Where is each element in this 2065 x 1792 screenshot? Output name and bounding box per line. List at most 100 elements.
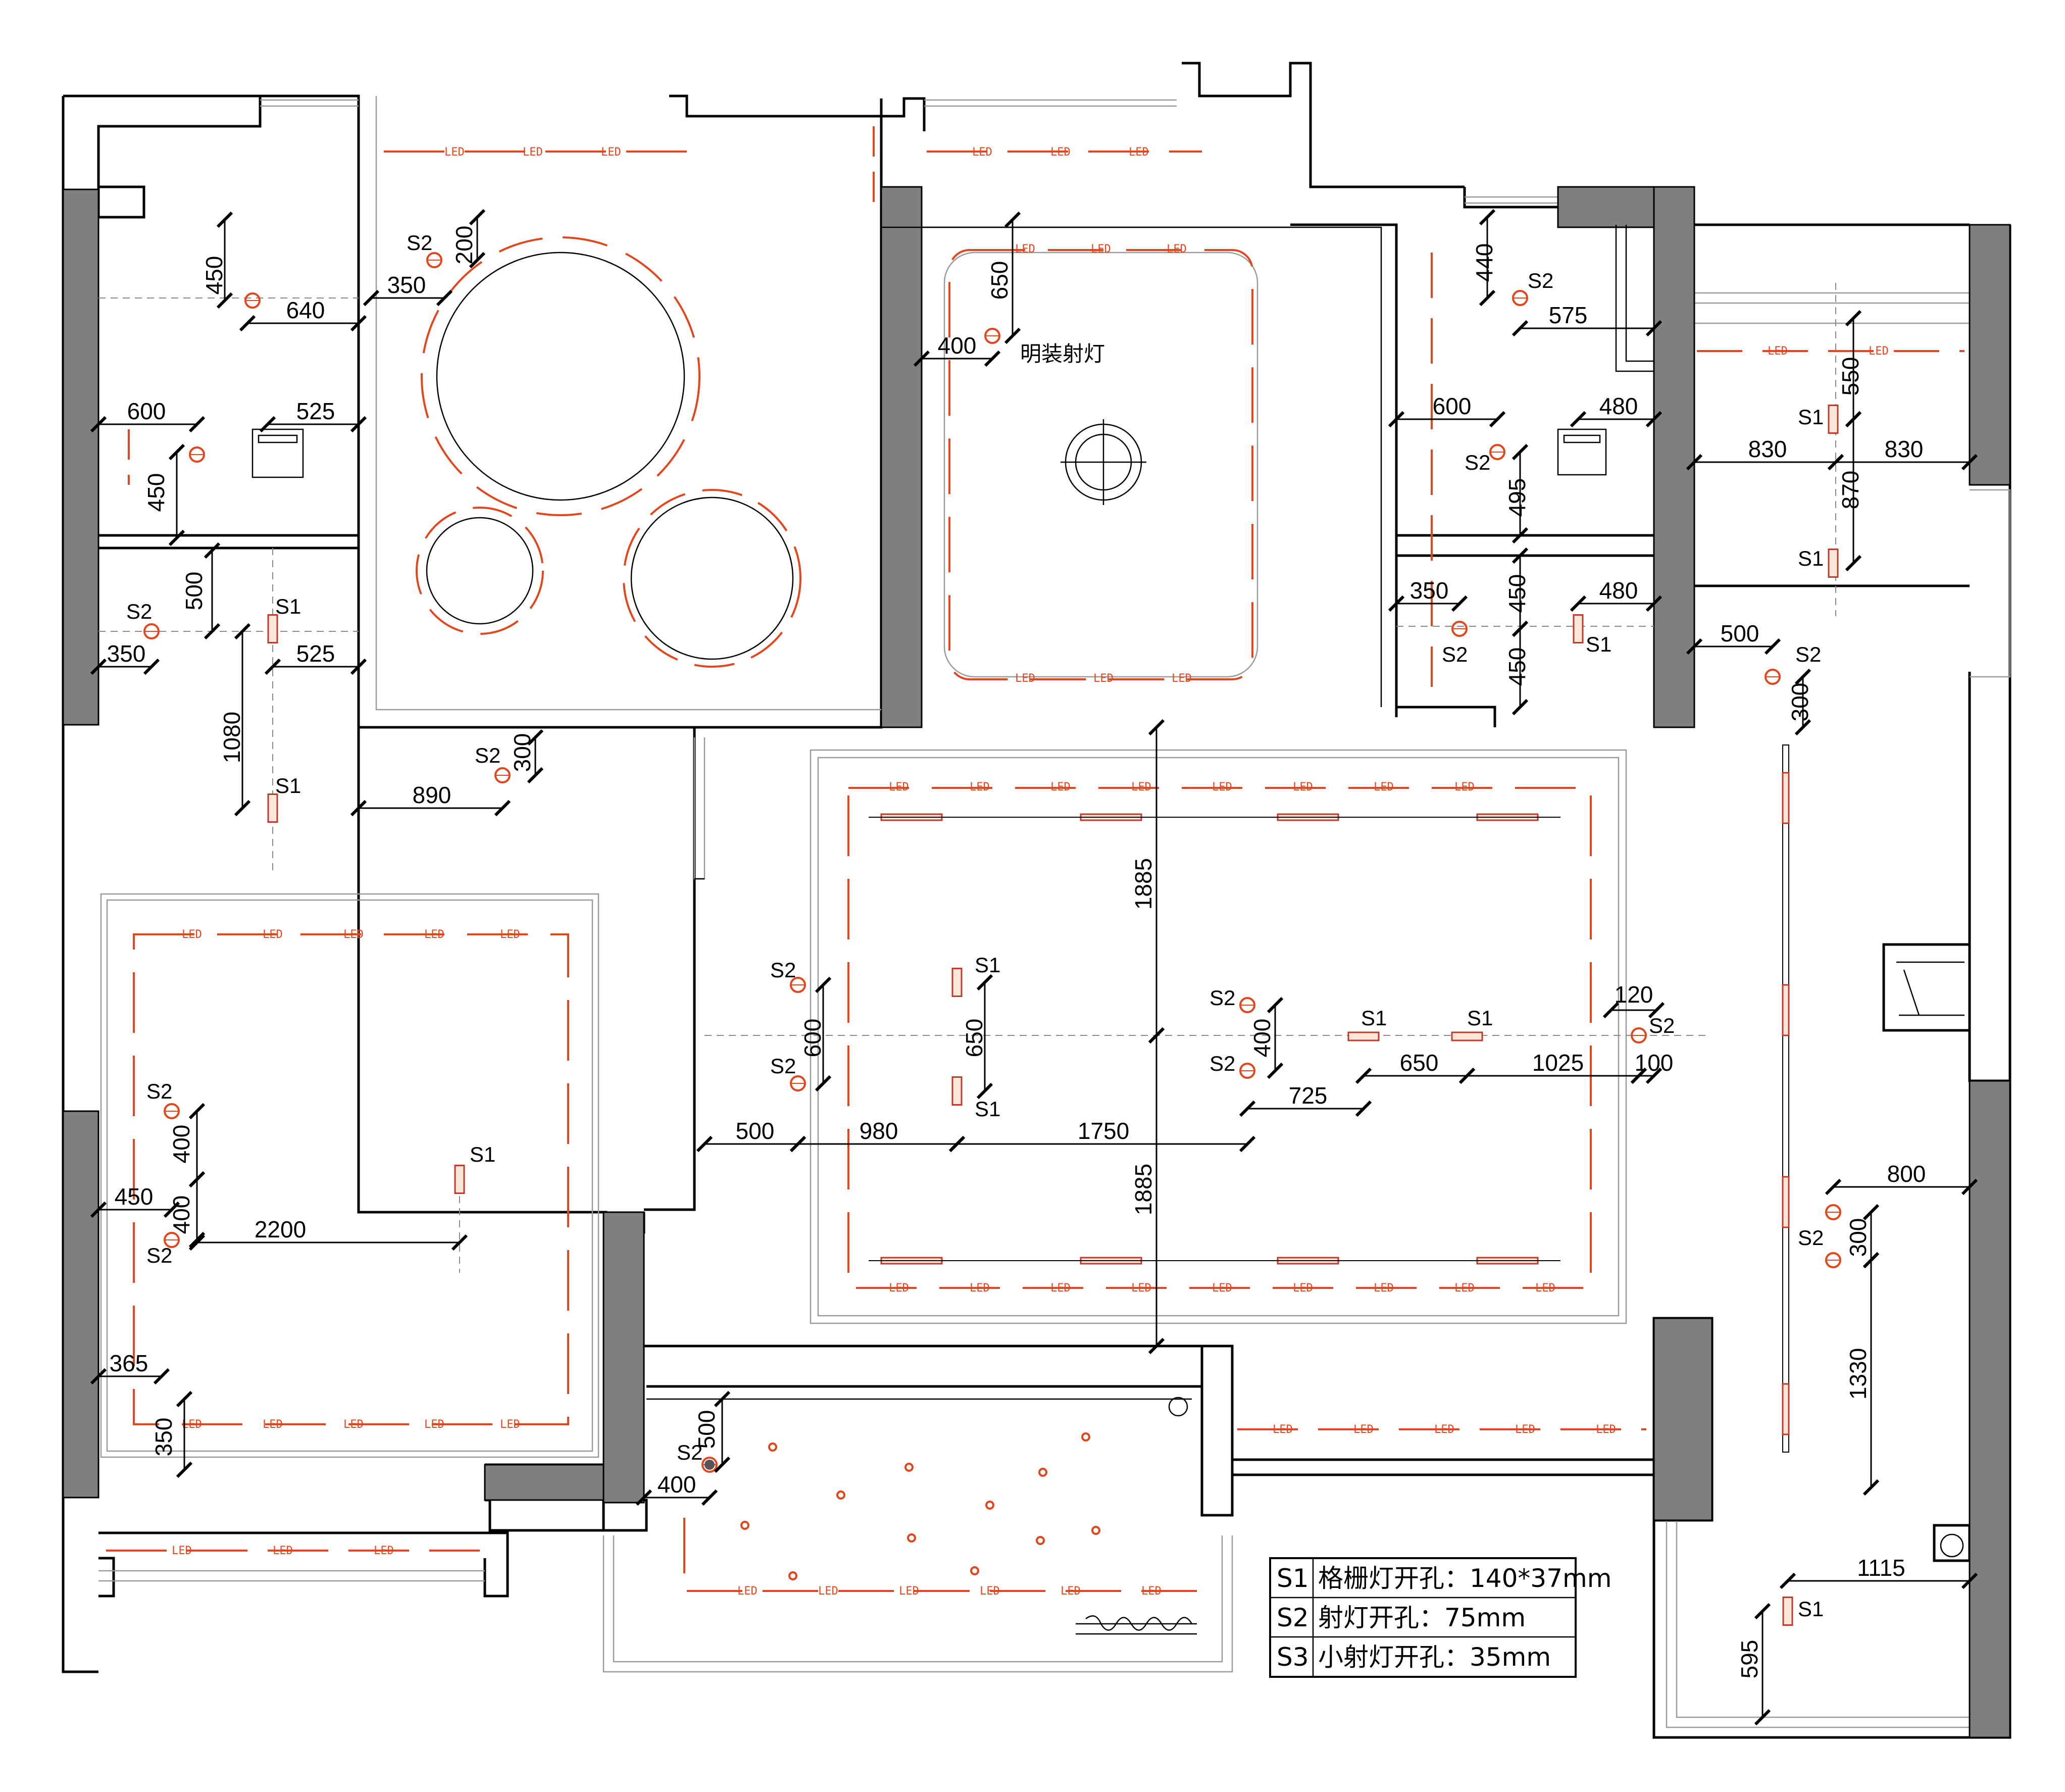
dim-450: 450: [115, 1183, 154, 1210]
dim-200: 200: [451, 226, 477, 265]
dimension-tick: [188, 1234, 206, 1251]
led-label: LED: [424, 1418, 444, 1431]
led-label: LED: [889, 1282, 909, 1295]
legend-code-s1: S1: [1277, 1564, 1309, 1593]
dimension-tick: [1794, 668, 1811, 685]
led-label: LED: [980, 1585, 1000, 1598]
label-s1: S1: [1798, 405, 1824, 429]
dimension-tick: [204, 542, 221, 559]
grille-light-s1: [951, 968, 963, 997]
label-s1: S1: [1361, 1006, 1387, 1030]
dimension-tick: [1794, 719, 1811, 736]
dim-650: 650: [961, 1019, 987, 1058]
led-label: LED: [972, 146, 992, 159]
led-label: LED: [1141, 1585, 1162, 1598]
spotlight-s2: [1512, 290, 1528, 306]
spotlight-s2: [164, 1103, 180, 1119]
led-label: LED: [1050, 1282, 1071, 1295]
spotlight-s2: [1825, 1252, 1841, 1268]
label-s2: S2: [475, 743, 500, 767]
dim-500: 500: [181, 572, 207, 611]
led-label: LED: [818, 1585, 838, 1598]
led-label: LED: [1212, 1282, 1232, 1295]
label-s1: S1: [275, 774, 301, 798]
legend-table: S1 格栅灯开孔：140*37mm S2 射灯开孔：75mm S3 小射灯开孔：…: [1269, 1557, 1611, 1678]
led-label: LED: [374, 1545, 394, 1557]
mini-spotlight-s3: [1081, 1432, 1090, 1441]
dimension-tick: [216, 211, 233, 228]
dim-480: 480: [1599, 393, 1638, 419]
dimension-tick: [815, 976, 832, 993]
label-s2: S2: [407, 231, 432, 255]
led-strips: [106, 126, 1965, 1592]
spotlight-s2: [1825, 1204, 1841, 1220]
dim-870: 870: [1837, 471, 1863, 510]
led-label: LED: [500, 1418, 520, 1431]
dimension-tick: [1686, 454, 1703, 471]
dimension-tick: [469, 209, 486, 226]
mini-spotlight-s3: [907, 1533, 916, 1542]
led-label: LED: [1374, 781, 1394, 793]
dimension-tick: [1512, 699, 1529, 716]
label-s2: S2: [770, 1054, 796, 1078]
dimension-tick: [350, 658, 367, 675]
dimension-tick: [90, 416, 107, 433]
spotlight-s2: [790, 977, 806, 993]
dimension-tick: [188, 1231, 206, 1249]
dimension-tick: [234, 623, 251, 640]
dimension-tick: [1148, 1027, 1165, 1044]
dim-400: 400: [1249, 1019, 1275, 1058]
dim-350: 350: [150, 1418, 177, 1457]
dimension-tick: [1570, 411, 1587, 428]
led-label: LED: [182, 928, 202, 941]
spotlight-s2: [1765, 669, 1781, 685]
led-label: LED: [1015, 672, 1035, 685]
dimension-tick: [1845, 310, 1862, 327]
dimension-tick: [494, 800, 511, 817]
dimension-tick: [188, 1103, 206, 1120]
dim-1885: 1885: [1130, 1164, 1156, 1215]
dim-120: 120: [1615, 981, 1653, 1008]
dimension-tick: [1355, 1067, 1372, 1084]
led-label: LED: [1596, 1423, 1616, 1436]
led-label: LED: [601, 146, 621, 159]
label-s2: S2: [1798, 1226, 1824, 1250]
mini-spotlight-s3: [788, 1571, 797, 1580]
led-label: LED: [1454, 1282, 1475, 1295]
label-s1: S1: [470, 1142, 495, 1166]
label-s2: S2: [1465, 451, 1490, 474]
spotlight-s2: [1239, 1063, 1255, 1079]
dim-725: 725: [1289, 1082, 1328, 1109]
legend-code-s3: S3: [1277, 1642, 1309, 1672]
led-label: LED: [1515, 1423, 1535, 1436]
dim-400: 400: [168, 1125, 194, 1164]
dimension-tick: [90, 1201, 107, 1218]
legend-code-s2: S2: [1277, 1603, 1309, 1632]
led-label: LED: [1293, 1282, 1313, 1295]
label-s1: S1: [1586, 632, 1611, 656]
led-label: LED: [1172, 672, 1192, 685]
dim-450: 450: [1504, 574, 1530, 613]
dim-525: 525: [296, 398, 335, 424]
dimension-tick: [1267, 1062, 1284, 1079]
label-s2: S2: [1210, 986, 1235, 1010]
dim-2200: 2200: [255, 1216, 306, 1242]
dim-300: 300: [1845, 1218, 1871, 1257]
dim-500: 500: [1721, 620, 1759, 646]
dimension-tick: [350, 416, 367, 433]
spotlight-s2: [984, 328, 1000, 344]
dim-830: 830: [1748, 436, 1787, 462]
dimension-tick: [264, 658, 281, 675]
grille-track: [1782, 744, 1789, 1453]
dimension-tick: [701, 1489, 718, 1506]
mini-spotlight-s3: [904, 1463, 914, 1472]
grille-light-s1: [1782, 1597, 1793, 1626]
led-label: LED: [1091, 243, 1111, 256]
dimension-tick: [1630, 1067, 1647, 1084]
dimension-tick: [1764, 638, 1781, 655]
spotlight-s2: [164, 1232, 180, 1248]
label-s2: S2: [146, 1079, 172, 1103]
dimension-tick: [976, 974, 993, 991]
led-label: LED: [273, 1545, 293, 1557]
